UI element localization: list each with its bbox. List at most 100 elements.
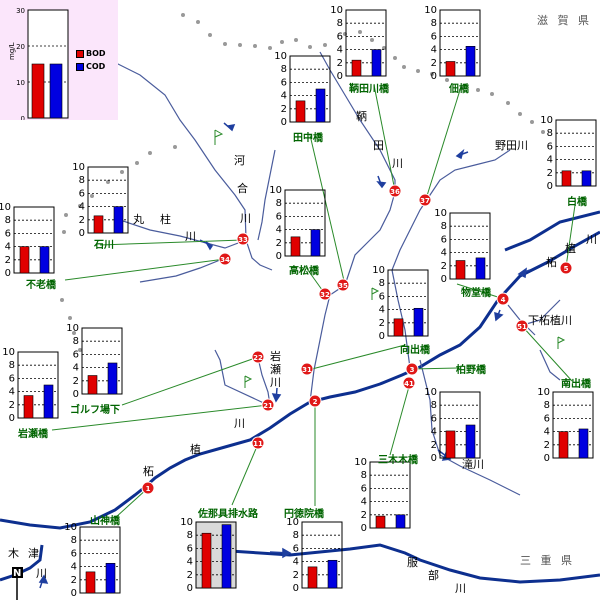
tick-label: 10	[330, 5, 343, 16]
tick-label: 10	[537, 387, 550, 398]
tick-label: 4	[9, 387, 15, 398]
station-marker-36: 36	[388, 184, 402, 198]
station-label-ishikawa: 石川	[94, 240, 114, 251]
tick-label: 0	[79, 228, 85, 239]
tick-label: 2	[441, 261, 447, 272]
tick-label: 6	[547, 141, 553, 152]
tick-label: 2	[9, 400, 15, 411]
station-number: 4	[501, 296, 506, 304]
golf-icons	[214, 129, 566, 388]
flow-arrows	[38, 122, 531, 589]
chart-frame	[87, 166, 129, 234]
river-tsuge-3: 川	[234, 417, 245, 430]
bar-cod	[327, 559, 338, 589]
station-label-mikigi: 三木木橋	[378, 455, 418, 466]
river-tomoda-2: 田	[373, 139, 384, 152]
tick-label: 0	[281, 117, 287, 128]
station-label-golf: ゴルフ場下	[70, 405, 120, 416]
tick-label: 10	[286, 517, 299, 528]
river-taki: 滝川	[462, 458, 484, 471]
tick-label: 10	[434, 208, 447, 219]
bar-cod	[113, 206, 124, 234]
tick-label: 8	[71, 535, 77, 546]
river-shimotsuge: 下柘植川	[528, 314, 572, 327]
tick-label: 8	[361, 470, 367, 481]
tick-label: 10	[66, 323, 79, 334]
tick-label: 8	[281, 64, 287, 75]
chart-frame	[284, 189, 326, 257]
tick-label: 10	[269, 185, 282, 196]
station-label-mukaide: 向出橋	[400, 345, 430, 356]
tick-label: 4	[547, 155, 553, 166]
leader-lines	[51, 84, 576, 519]
tick-label: 4	[379, 305, 385, 316]
tick-label: 0	[21, 115, 25, 120]
tick-label: 6	[431, 31, 437, 42]
tick-label: 6	[187, 543, 193, 554]
river-kizu-1: 木	[8, 547, 19, 560]
tick-label: 2	[431, 58, 437, 69]
station-label-sanagu: 佐那具排水路	[198, 509, 258, 520]
river-tsuge-up-1: 植	[565, 242, 576, 255]
bar-bod	[85, 571, 96, 594]
bar-bod	[93, 215, 104, 234]
tick-label: 8	[431, 400, 437, 411]
chart-frame	[289, 55, 331, 123]
bar-bod	[351, 59, 362, 77]
tick-label: 6	[281, 77, 287, 88]
chart-frame	[387, 269, 429, 337]
bar-cod	[221, 524, 232, 589]
legend-bar-0	[31, 63, 45, 119]
tick-label: 10	[72, 162, 85, 173]
tick-label: 0	[9, 413, 15, 424]
prefecture-shiga: 滋 賀 県	[537, 14, 592, 27]
tick-label: 2	[79, 215, 85, 226]
station-marker-3: 3	[405, 362, 419, 376]
tick-label: 8	[73, 336, 79, 347]
tick-label: 2	[544, 440, 550, 451]
tick-label: 10	[274, 51, 287, 62]
tick-label: 6	[5, 228, 11, 239]
river-iwase-3: 川	[270, 376, 281, 389]
kizu-river	[0, 544, 44, 582]
bar-cod	[315, 88, 326, 123]
tick-label: 6	[379, 291, 385, 302]
station-marker-31: 31	[300, 362, 314, 376]
tick-label: 4	[5, 242, 11, 253]
river-tsuge-2: 柘	[143, 465, 154, 478]
river-kizu-3: 川	[36, 567, 47, 580]
bar-bod	[445, 61, 456, 77]
tick-label: 2	[276, 238, 282, 249]
tick-label: 10	[424, 5, 437, 16]
station-marker-2: 2	[308, 394, 322, 408]
main-river	[0, 230, 600, 530]
tick-label: 10	[0, 202, 11, 213]
tick-label: 4	[361, 497, 367, 508]
tick-label: 10	[354, 457, 367, 468]
bar-cod	[107, 362, 118, 395]
bar-bod	[201, 532, 212, 589]
bar-cod	[581, 170, 592, 187]
station-marker-11: 11	[251, 436, 265, 450]
bar-bod	[375, 515, 386, 529]
bar-cod	[465, 45, 476, 77]
tick-label: 4	[71, 562, 77, 573]
tick-label: 2	[379, 318, 385, 329]
river-marubashira-1: 丸	[133, 213, 144, 226]
bar-cod	[578, 428, 589, 459]
station-marker-21: 21	[261, 398, 275, 412]
tick-label: 6	[71, 548, 77, 559]
tick-label: 10	[64, 522, 77, 533]
tick-label: 30	[16, 7, 25, 15]
hattori-river	[195, 543, 600, 584]
station-label-minamide: 南出橋	[561, 379, 591, 390]
station-marker-37: 37	[418, 193, 432, 207]
tick-label: 2	[547, 168, 553, 179]
river-tsuge-1: 植	[190, 443, 201, 456]
